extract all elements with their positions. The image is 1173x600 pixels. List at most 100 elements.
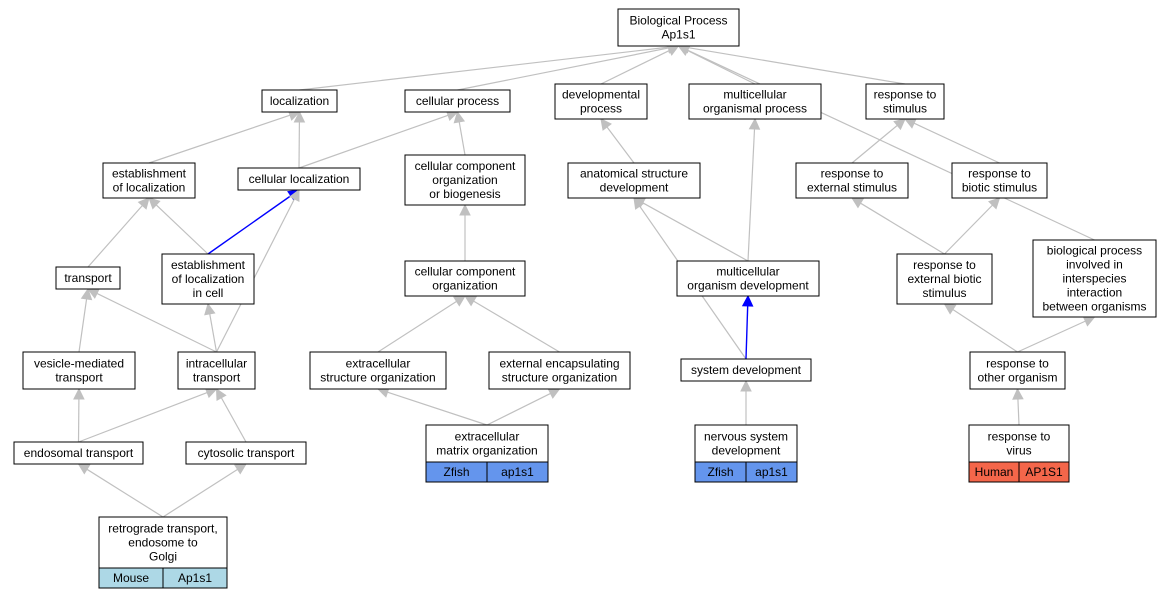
annotation-cell [162,567,228,589]
go-term-node-cl[interactable]: cellular localization [237,167,361,191]
node-label-line: Ap1s1 [661,28,695,42]
node-label-line: organismal process [703,102,807,116]
node-box [617,8,740,47]
node-label-line: response to [986,357,1049,371]
edge-ccob-to-cp [453,110,466,156]
edge-ct-to-it [215,388,247,443]
go-term-node-sd[interactable]: system development [680,358,812,382]
node-label-line: structure organization [320,371,435,385]
node-box [102,162,196,199]
edge-asd-to-dp [600,118,635,164]
edge-rebs-to-rbs [944,197,1001,255]
annotation-gene: AP1S1 [1025,465,1063,479]
edge-dp-to-bp [600,45,680,85]
edge-rtv-to-rto [1012,387,1024,426]
node-box [951,162,1048,199]
node-label-line: Golgi [149,550,177,564]
node-label-line: organization [432,173,497,187]
node-label-line: extracellular [346,357,411,371]
edges-layer [73,41,1096,518]
node-label-line: response to [913,258,976,272]
node-label-line: multicellular [723,88,786,102]
node-label-line: Biological Process [629,14,727,28]
node-label-line: organization [432,279,497,293]
node-box [680,358,812,382]
node-label-line: response to [821,167,884,181]
go-term-node-rteg[interactable]: retrograde transport,endosome toGolgiMou… [98,516,228,589]
edge-vmt-to-tr [78,287,93,353]
node-box [488,351,631,390]
node-box [404,260,526,297]
node-box [55,266,121,290]
node-label-line: development [600,181,669,195]
node-box [969,351,1066,390]
node-label-line: structure organization [502,371,617,385]
node-label-line: establishment [171,258,246,272]
edge-rteg-to-et [77,463,164,518]
go-term-node-loc[interactable]: localization [261,89,338,113]
edge-loc-to-bp [299,41,680,91]
go-term-node-tr[interactable]: transport [55,266,121,290]
go-term-node-cp[interactable]: cellular process [404,89,511,113]
node-label-line: stimulus [922,286,966,300]
annotation-cell [486,461,549,483]
node-box [161,253,255,305]
edge-it-to-eolc [204,302,218,353]
node-label-line: external stimulus [807,181,897,195]
edge-it-to-cl [215,189,300,353]
annotation-cell [1018,461,1070,483]
node-box [309,351,447,390]
annotation-gene: ap1s1 [501,465,534,479]
node-label-line: external encapsulating [499,357,619,371]
node-label-line: transport [193,371,241,385]
node-box [676,260,820,297]
annotation-species: Human [975,465,1014,479]
annotation-cell [745,461,798,483]
node-label-line: matrix organization [436,444,537,458]
node-label-line: developmental [562,88,640,102]
node-label-line: cellular component [415,265,516,279]
node-label-line: endosomal transport [24,446,134,460]
edge-sd-to-mod [741,294,754,360]
edge-eeso-to-cco [464,295,560,353]
annotation-gene: ap1s1 [755,465,788,479]
node-label-line: involved in [1066,258,1123,272]
edge-et-to-it [78,387,218,443]
go-term-node-et[interactable]: endosomal transport [13,441,144,465]
node-label-line: cellular localization [249,172,350,186]
go-term-node-ct[interactable]: cytosolic transport [185,441,307,465]
node-box [404,154,526,206]
node-label-line: of localization [172,272,245,286]
node-box [567,162,701,199]
edge-res-to-rts [851,118,906,164]
edge-eolc-to-cl [207,189,300,255]
node-label-line: between organisms [1042,300,1146,314]
edge-rbs-to-rts [903,118,1000,164]
edge-bpii-to-bp [677,45,1095,241]
node-label-line: response to [968,167,1031,181]
